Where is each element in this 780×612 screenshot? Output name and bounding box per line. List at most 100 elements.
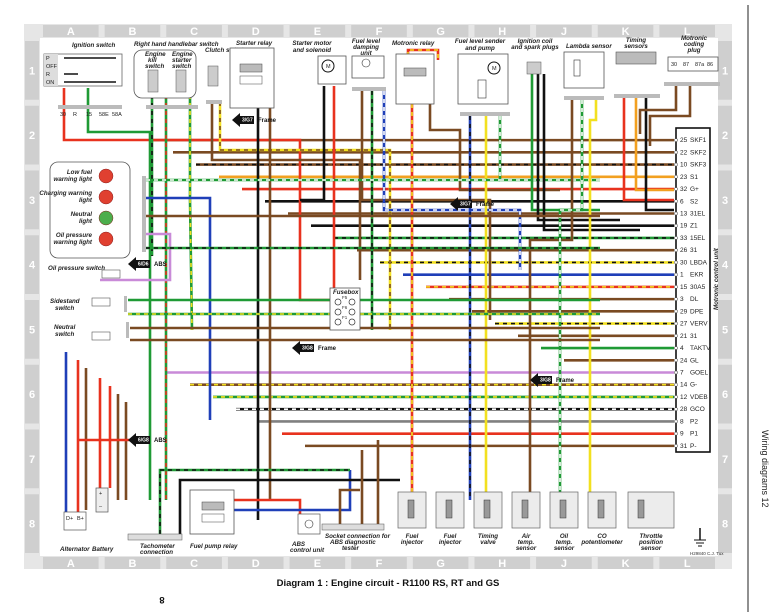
- wire: [542, 74, 640, 232]
- svg-text:Motronic: Motronic: [681, 35, 708, 42]
- reference-arrow-icon: [530, 373, 552, 387]
- svg-text:D+: D+: [66, 516, 73, 522]
- ecu-pin-number: 29: [680, 308, 688, 315]
- sensor-element: [559, 499, 567, 519]
- reference-label: Frame: [318, 346, 337, 352]
- svg-text:sensors: sensors: [624, 43, 648, 50]
- grid-cell: [25, 41, 39, 100]
- svg-text:Starter relay: Starter relay: [236, 40, 273, 47]
- ecu-pin: [674, 248, 678, 253]
- ecu-pin-number: 25: [680, 137, 688, 144]
- wire: [100, 232, 172, 282]
- coding-plug-pin: 87a: [695, 62, 705, 68]
- grid-cell: [25, 429, 39, 489]
- ecu-pin-number: 32: [680, 186, 688, 193]
- ecu-pin: [674, 211, 678, 216]
- reference-label: ABS: [154, 438, 167, 444]
- svg-text:–: –: [99, 504, 103, 510]
- svg-text:switch: switch: [55, 305, 74, 312]
- ecu-pin-number: 6: [680, 198, 684, 205]
- grid-cell: [25, 364, 39, 424]
- reference-arrow-icon: [292, 341, 314, 355]
- ignition-terminal-label: R: [73, 112, 77, 118]
- grid-cell: [25, 235, 39, 294]
- ignition-terminal-label: 30: [60, 112, 66, 118]
- ecu-pin-name: P1: [690, 431, 698, 438]
- fuse: [334, 298, 342, 306]
- wires: [62, 48, 692, 534]
- coding-plug-pin: 86: [707, 62, 713, 68]
- grid-cell: [43, 25, 99, 37]
- starter-relay: Starter relay: [229, 40, 275, 109]
- sensor-label: temp.: [556, 539, 573, 546]
- grid-cell: [25, 300, 39, 359]
- warning-light-label: Neutral: [71, 211, 93, 218]
- svg-text:and spark plugs: and spark plugs: [511, 44, 559, 51]
- ignition-coil: Ignition coil and spark plugs: [511, 38, 559, 75]
- handlebar-switch: Right hand handlebar switch Engine kill …: [133, 41, 219, 109]
- grid-column-label: B: [128, 558, 136, 570]
- wire: [146, 196, 212, 420]
- ecu-pin-number: 4: [680, 345, 684, 352]
- grid-cell: [166, 557, 222, 569]
- sensor-label: temp.: [518, 539, 535, 546]
- wire: [638, 86, 678, 134]
- ecu-pin: [674, 150, 678, 155]
- svg-text:Motronic control unit: Motronic control unit: [713, 247, 720, 310]
- reference-code: 3/G7: [242, 118, 253, 124]
- alternator: D+B+ Alternator: [59, 511, 90, 553]
- neutral-switch: Neutral switch: [54, 322, 129, 341]
- ecu-pin: [674, 358, 678, 363]
- fuse: [348, 298, 356, 306]
- grid-row-label: 6: [722, 389, 728, 401]
- grid-row-label: 5: [29, 324, 35, 336]
- sensor-label: injector: [401, 539, 424, 546]
- ecu-pin: [674, 419, 678, 424]
- svg-text:and pump: and pump: [465, 45, 495, 52]
- ecu-pin-name: LBDA: [690, 259, 708, 266]
- grid-cell: [597, 25, 654, 37]
- ecu-pin-number: 9: [680, 431, 684, 438]
- ecu-pin-name: S1: [690, 174, 698, 181]
- reference-code: 3/G8: [302, 346, 313, 352]
- ignition-position-label: ON: [46, 80, 54, 86]
- wire: [634, 98, 674, 192]
- wire-tracer: [559, 100, 583, 500]
- ecu-pin-name: TAKTV: [690, 345, 711, 352]
- grid-column-label: F: [376, 26, 383, 38]
- ecu-pin-number: 27: [680, 321, 688, 328]
- wire: [528, 100, 574, 500]
- svg-text:M: M: [326, 64, 331, 70]
- ecu-pin: [674, 162, 678, 167]
- grid-row-label: 3: [29, 195, 35, 207]
- ecu-pin-name: SKF2: [690, 149, 707, 156]
- svg-text:switch: switch: [145, 63, 164, 70]
- ecu-pin: [674, 223, 678, 228]
- svg-text:Timing: Timing: [626, 37, 646, 44]
- warning-light-label: Low fuel: [67, 169, 92, 176]
- wire: [588, 100, 598, 500]
- ecu-pin-name: GOEL: [690, 370, 708, 377]
- wire: [178, 478, 400, 534]
- ignition-terminal-label: 15: [86, 112, 92, 118]
- ecu-pin-name: 31: [690, 333, 698, 340]
- grid-column-label: E: [314, 558, 321, 570]
- ecu-pin-name: P-: [690, 443, 697, 450]
- grid-cell: [718, 429, 732, 489]
- svg-text:Starter motor: Starter motor: [292, 40, 332, 47]
- grid-row-label: 2: [722, 130, 728, 142]
- grid-column-label: G: [436, 558, 445, 570]
- ecu-pin-name: P2: [690, 418, 698, 425]
- fuse-label: F5: [342, 295, 348, 300]
- fuse-label: F1: [342, 315, 348, 320]
- ecu-pin-name: SKF1: [690, 137, 707, 144]
- warning-light-bulb: [98, 231, 114, 247]
- ecu-pin-name: Z1: [690, 223, 698, 230]
- reference-code: 6/G8: [138, 438, 149, 444]
- ecu-pin-number: 14: [680, 382, 688, 389]
- abs-control-unit: ABS control unit: [290, 513, 325, 554]
